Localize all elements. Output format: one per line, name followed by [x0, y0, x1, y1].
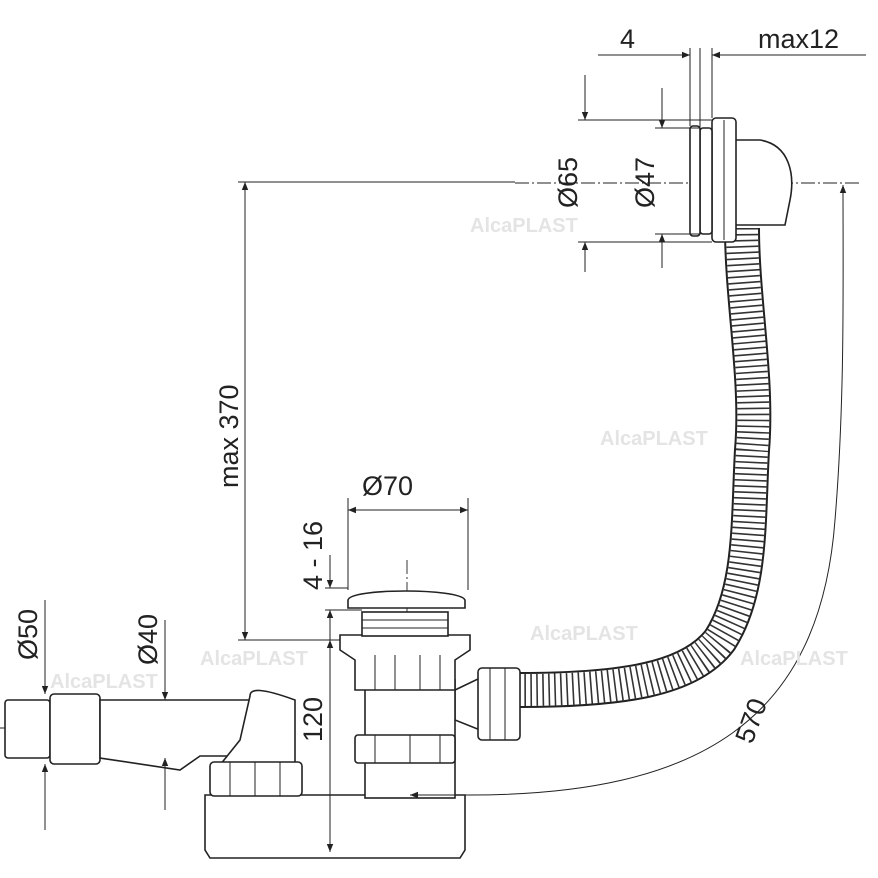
dimension-labels: 4 max12 Ø65 Ø47 max 370 Ø70 4 - 16 120 Ø…: [13, 24, 839, 747]
dim-trap-height: 120: [298, 697, 328, 742]
dim-flange-thickness: 4: [620, 24, 635, 54]
dim-outlet-outer: Ø50: [13, 609, 43, 660]
dim-hose-length: 570: [729, 694, 773, 747]
watermark: AlcaPLAST: [600, 428, 708, 450]
dim-plug-diameter: Ø70: [362, 471, 413, 501]
watermark: AlcaPLAST: [530, 623, 638, 645]
watermark: AlcaPLAST: [200, 648, 308, 670]
dim-inner-diameter-overflow: Ø47: [630, 157, 660, 208]
watermark: AlcaPLAST: [470, 215, 578, 237]
overflow-head: [689, 117, 793, 243]
dim-outlet-inner: Ø40: [133, 614, 163, 665]
dim-plug-range: 4 - 16: [298, 521, 328, 590]
dim-outer-diameter-overflow: Ø65: [553, 157, 583, 208]
hose-connector: [454, 667, 521, 741]
corrugated-hose: [519, 227, 772, 708]
dim-max-height: max 370: [214, 384, 244, 488]
dimension-lines: [41, 48, 866, 852]
watermark: AlcaPLAST: [740, 648, 848, 670]
watermark: AlcaPLAST: [50, 671, 158, 693]
side-outlet: [4, 689, 303, 797]
dim-max-wall: max12: [758, 24, 839, 54]
watermarks: AlcaPLAST AlcaPLAST AlcaPLAST AlcaPLAST …: [50, 215, 848, 693]
drain-trap: [204, 590, 471, 859]
